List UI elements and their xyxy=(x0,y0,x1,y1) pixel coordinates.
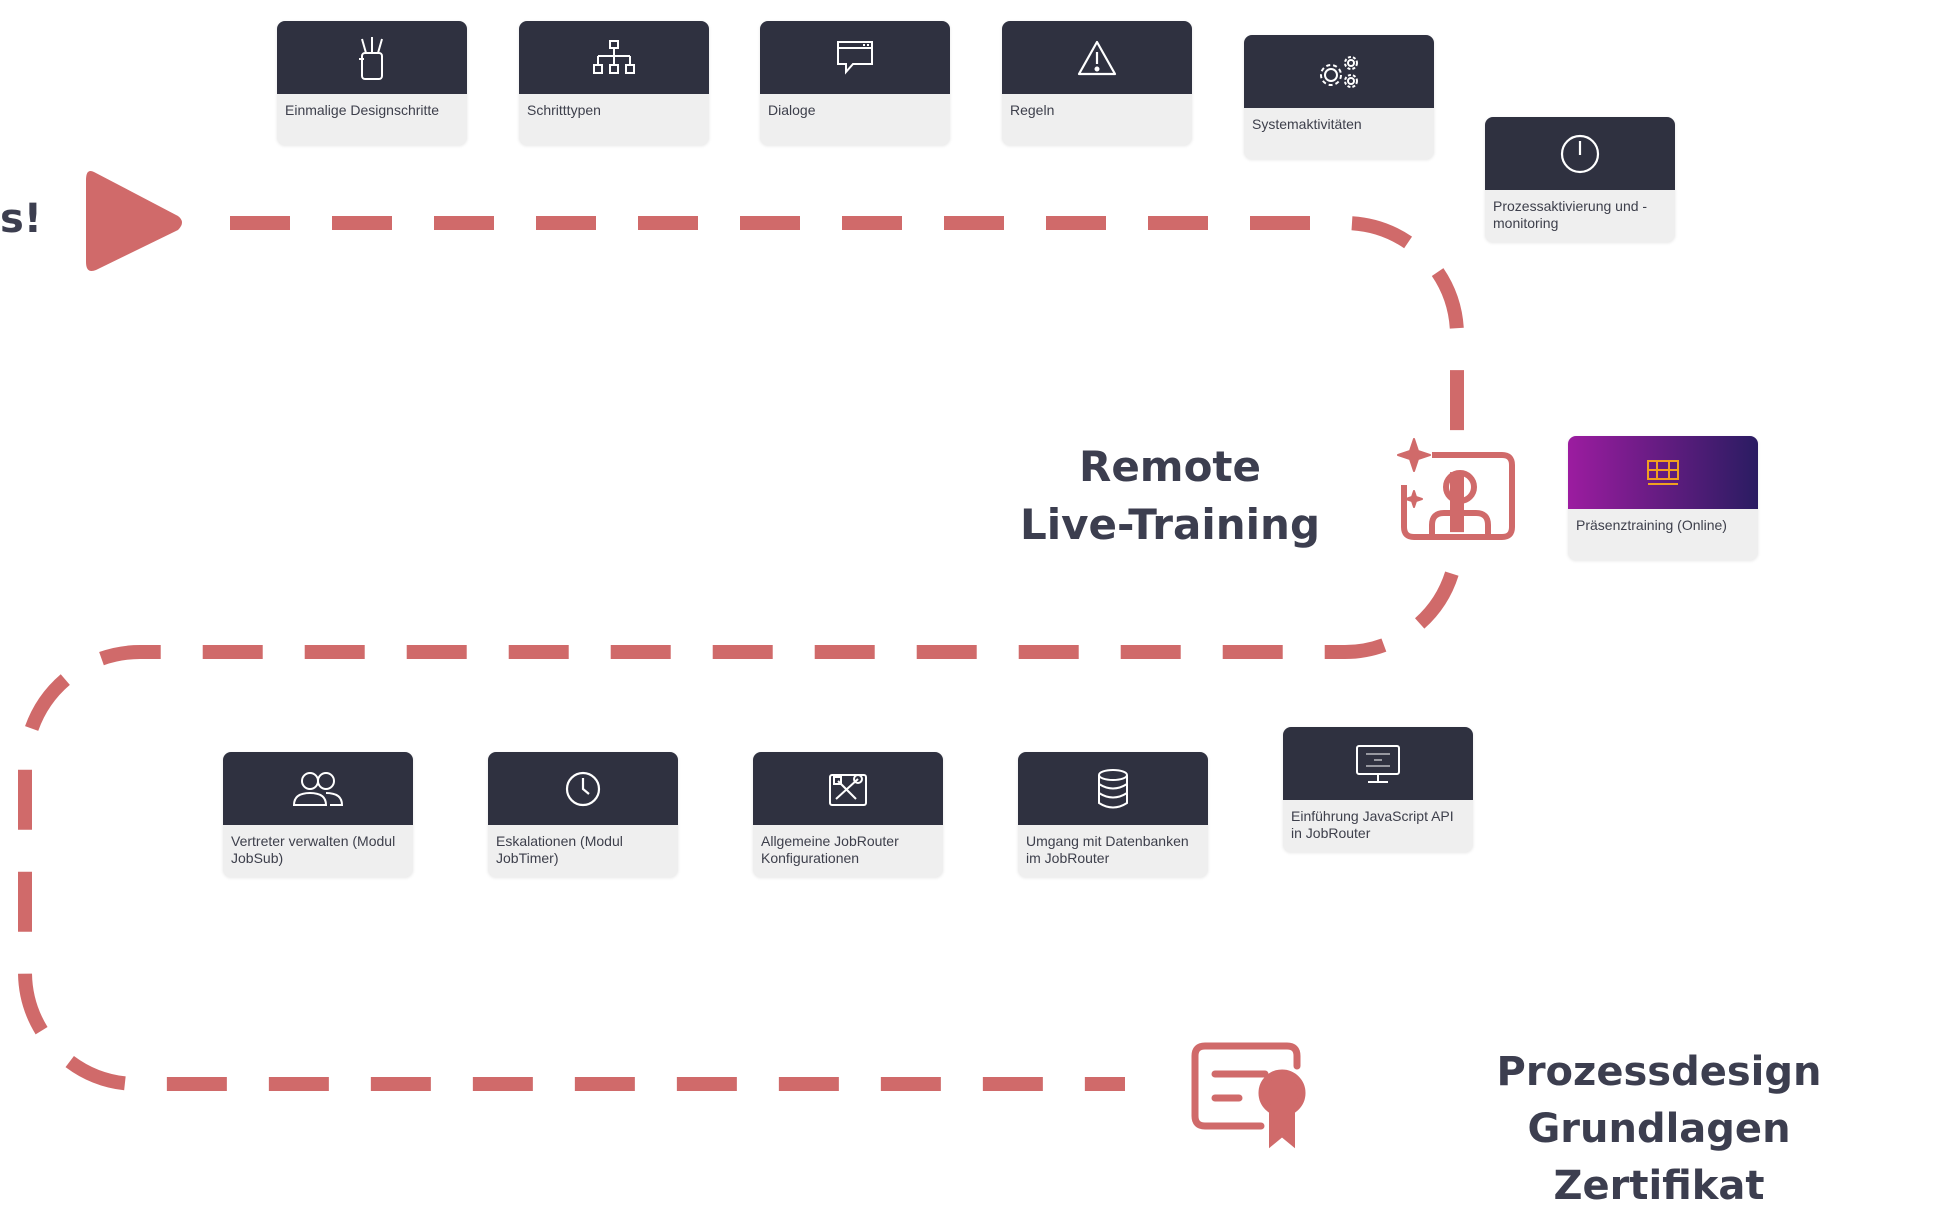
module-label: Vertreter verwalten (Modul JobSub) xyxy=(231,833,396,866)
warning-icon xyxy=(1076,39,1118,77)
module-label: Regeln xyxy=(1010,102,1055,118)
module-label: Einmalige Designschritte xyxy=(285,102,440,118)
certificate-line2: Zertifikat xyxy=(1553,1163,1765,1209)
module-card-eskalationen: Eskalationen (Modul JobTimer) xyxy=(488,752,678,877)
module-card-praesenztraining: Präsenztraining (Online) xyxy=(1568,436,1758,560)
dialog-icon xyxy=(835,38,875,78)
module-label: Einführung JavaScript API in JobRouter xyxy=(1291,808,1454,841)
power-icon xyxy=(1559,133,1601,175)
module-card-prozessaktivierung: Prozessaktivierung und -monitoring xyxy=(1485,117,1675,242)
module-label: Schritttypen xyxy=(527,102,601,118)
remote-line1: Remote xyxy=(1078,442,1261,491)
module-card-einmalige-designschritte: Einmalige Designschritte xyxy=(277,21,467,145)
start-play-icon xyxy=(86,171,182,271)
monitor-code-icon xyxy=(1354,743,1402,785)
module-card-systemaktivitaeten: Systemaktivitäten xyxy=(1244,35,1434,159)
module-label: Allgemeine JobRouter Konfigurationen xyxy=(761,833,899,866)
classroom-icon xyxy=(1645,458,1681,488)
database-icon xyxy=(1095,768,1131,810)
certificate-line1: Prozessdesign Grundlagen xyxy=(1496,1049,1822,1152)
certificate-icon xyxy=(1187,1040,1315,1155)
remote-line2: Live-Training xyxy=(1019,500,1321,549)
pencil-cup-icon xyxy=(354,35,390,81)
certificate-heading: Prozessdesign Grundlagen Zertifikat xyxy=(1370,1044,1948,1215)
roadmap-path xyxy=(18,171,1464,1091)
remote-training-icon xyxy=(1392,435,1522,552)
module-label: Dialoge xyxy=(768,102,816,118)
module-card-javascript-api: Einführung JavaScript API in JobRouter xyxy=(1283,727,1473,852)
clock-icon xyxy=(563,769,603,809)
module-card-allgemeine-konfigurationen: Allgemeine JobRouter Konfigurationen xyxy=(753,752,943,877)
module-label: Systemaktivitäten xyxy=(1252,116,1362,132)
module-card-regeln: Regeln xyxy=(1002,21,1192,145)
start-text: s! xyxy=(0,196,43,242)
module-label: Prozessaktivierung und -monitoring xyxy=(1493,198,1648,231)
remote-training-heading: Remote Live-Training xyxy=(1010,438,1330,554)
users-icon xyxy=(290,769,346,809)
module-label: Präsenztraining (Online) xyxy=(1576,517,1727,533)
tools-icon xyxy=(826,769,870,809)
module-card-vertreter: Vertreter verwalten (Modul JobSub) xyxy=(223,752,413,877)
module-label: Eskalationen (Modul JobTimer) xyxy=(496,833,623,866)
module-card-datenbanken: Umgang mit Datenbanken im JobRouter xyxy=(1018,752,1208,877)
module-label: Umgang mit Datenbanken im JobRouter xyxy=(1026,833,1189,866)
gears-icon xyxy=(1316,53,1362,91)
module-card-schritttypen: Schritttypen xyxy=(519,21,709,145)
hierarchy-icon xyxy=(592,39,636,77)
module-card-dialoge: Dialoge xyxy=(760,21,950,145)
